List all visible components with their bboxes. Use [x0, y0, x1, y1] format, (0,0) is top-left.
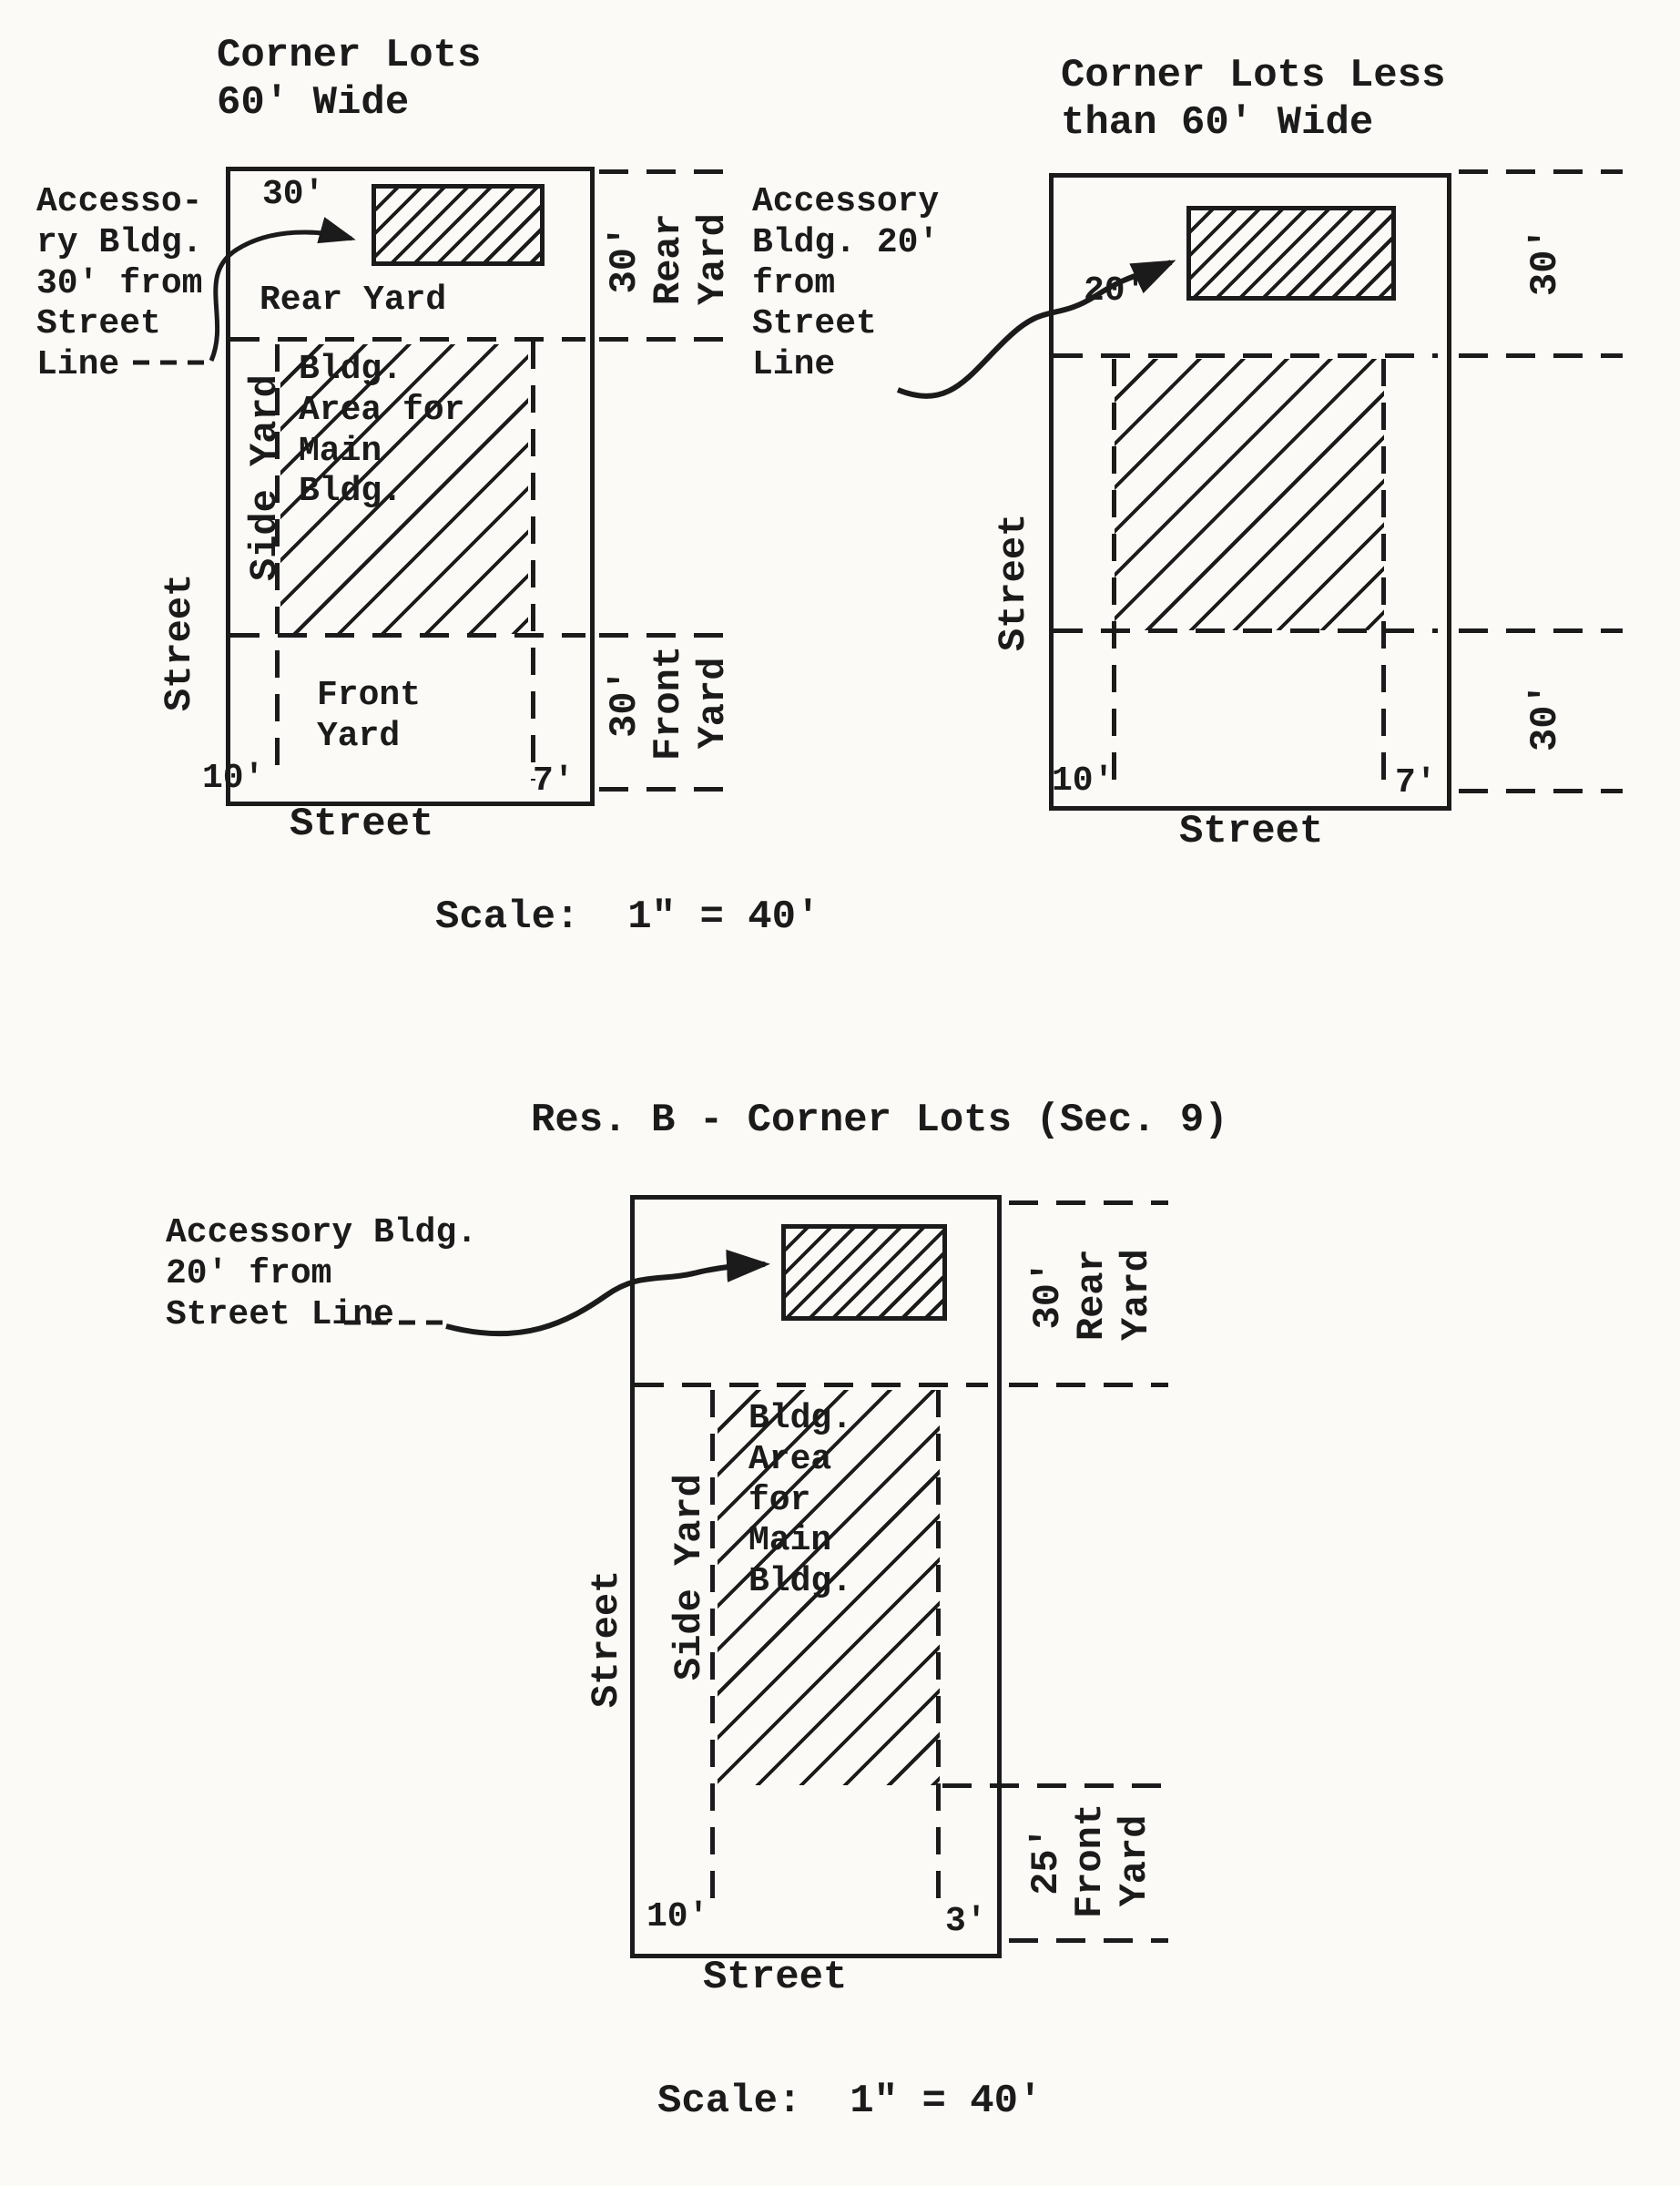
diagram2-title: Corner Lots Less than 60' Wide [1061, 53, 1446, 146]
diagram2-front-yard-bottom-tick [1459, 789, 1623, 793]
diagram1-rear-yard-top-tick [599, 169, 727, 174]
diagram1-rear-yard-label: Rear Yard [260, 281, 447, 320]
diagram1-front-yard-bottom-tick [599, 787, 727, 792]
diagram2-side-yard-dim-left: 10' [1052, 761, 1115, 801]
diagram1-lot-outline [226, 167, 595, 806]
diagram3-side-yard-dim-right: 3' [945, 1902, 987, 1941]
diagram1-side-yard-dim-right: 7' [533, 761, 575, 801]
diagram1-side-setback-line-left [275, 344, 280, 772]
diagram2-accessory-note: Accessory Bldg. 20' from Street Line [752, 182, 940, 385]
diagram3-front-yard-bottom-tick [1009, 1938, 1168, 1943]
diagram3-side-setback-line-right [936, 1390, 941, 1909]
diagram1-accessory-note: Accesso- ry Bldg. 30' from Street Line [36, 182, 203, 385]
diagram2-side-yard-dim-right: 7' [1395, 763, 1437, 802]
diagram2-rear-yard-top-tick [1459, 169, 1623, 174]
diagram3-rear-yard-bottom-tick [1009, 1383, 1168, 1387]
diagram3-side-yard-dim-left: 10' [647, 1897, 709, 1936]
diagram3-street-bottom-label: Street [703, 1955, 848, 2000]
diagram3-front-setback-line [942, 1783, 1170, 1788]
diagram2-lot-outline [1049, 173, 1451, 811]
diagram3-accessory-building-hatch [781, 1224, 947, 1321]
diagram1-rear-setback-tick [599, 337, 727, 342]
diagram2-main-building-area-hatch [1115, 359, 1384, 630]
diagram2-street-bottom-label: Street [1179, 809, 1324, 854]
diagram1-front-yard-label: Front Yard [317, 676, 422, 756]
scale-note-top: Scale: 1" = 40' [435, 894, 820, 940]
diagram2-rear-yard-bottom-tick [1459, 353, 1623, 358]
scale-note-bottom: Scale: 1" = 40' [657, 2079, 1043, 2124]
diagram2-rear-setback-line [1054, 353, 1438, 358]
diagram1-street-bottom-label: Street [290, 802, 434, 847]
section-heading: Res. B - Corner Lots (Sec. 9) [531, 1098, 1228, 1143]
diagram1-title: Corner Lots 60' Wide [217, 33, 482, 126]
diagram1-rear-setback-line [230, 337, 585, 342]
diagram2-side-setback-line-left [1112, 359, 1116, 787]
diagram1-front-setback-line [230, 633, 585, 638]
diagram1-side-setback-line-right [531, 342, 535, 781]
diagram2-accessory-setback-dim: 20' [1084, 271, 1146, 311]
diagram3-main-building-area-hatch [718, 1390, 940, 1785]
diagram1-rear-depth-dim: 30' [262, 175, 325, 214]
diagram3-lot-outline [630, 1195, 1002, 1958]
diagram1-front-setback-tick [599, 633, 727, 638]
diagram2-side-setback-line-right [1381, 359, 1386, 787]
diagram1-building-area-label: Bldg. Area for Main Bldg. [299, 350, 465, 512]
diagram3-rear-yard-top-tick [1009, 1200, 1168, 1205]
diagram2-front-setback-line [1054, 628, 1438, 633]
diagram2-front-yard-top-tick [1459, 628, 1623, 633]
diagram3-accessory-note: Accessory Bldg. 20' from Street Line [166, 1213, 478, 1334]
diagram3-side-setback-line-left [710, 1390, 715, 1909]
diagram1-accessory-building-hatch [372, 184, 545, 266]
diagram1-main-building-area-hatch [280, 344, 528, 634]
diagram2-accessory-building-hatch [1186, 206, 1396, 301]
diagram3-rear-setback-line [635, 1383, 988, 1387]
diagram1-side-yard-dim-left: 10' [202, 759, 265, 798]
diagram3-building-area-label: Bldg. Area for Main Bldg. [748, 1399, 853, 1602]
